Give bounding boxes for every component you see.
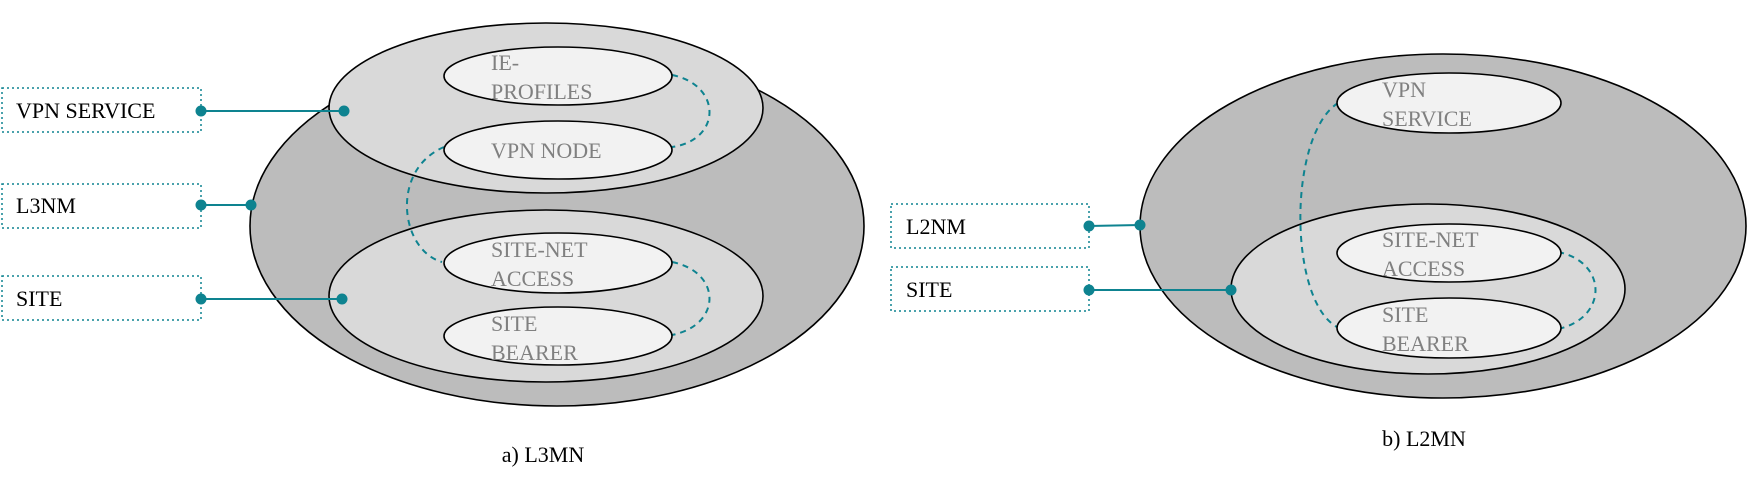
site-connector-end-dot [336,293,348,305]
l2-site-net-access-node [1336,223,1562,283]
site-callout-box [1,275,202,321]
l2-site-bearer-label-line1: SITE [1382,302,1428,327]
l2-site-net-access-label-line2: ACCESS [1382,256,1465,281]
l2nm-connector-start-dot [1083,220,1095,232]
l3nm-connector-end-dot [245,199,257,211]
l2-site-net-access-label-line1: SITE-NET [1382,227,1479,252]
vpn-node-label: VPN NODE [491,138,602,163]
l3nm-diagram: IE- PROFILES VPN NODE SITE-NET ACCESS SI… [1,22,865,467]
l2-site-bearer-label-line2: BEARER [1382,331,1469,356]
vpn-service-to-site-bearer-link [1299,102,1339,328]
l3nm-callout-box [1,183,202,229]
l3nm-connector-start-dot [195,199,207,211]
l2-site-connector-start-dot [1083,284,1095,296]
l2nm-connector-end-dot [1134,219,1146,231]
l2-site-net-access-to-site-bearer-link [1557,251,1597,330]
site-bearer-label-line1: SITE [491,311,537,336]
vpn-service-callout-label: VPN SERVICE [16,98,155,123]
l2nm-callout-label: L2NM [906,214,966,239]
l2nm-callout-box [890,203,1090,249]
l2nm-connector [1088,224,1141,227]
site-net-access-label-line1: SITE-NET [491,237,588,262]
l3nm-callout-label: L3NM [16,193,76,218]
ie-profiles-label-line2: PROFILES [491,79,592,104]
vpn-node-node [443,120,673,180]
ie-profiles-node [443,46,673,106]
site-net-access-to-site-bearer-link [671,261,711,336]
vpn-service-connector-start-dot [195,105,207,117]
l2-site-callout-label: SITE [906,277,952,302]
site-connector-start-dot [195,293,207,305]
l2-site-connector-end-dot [1225,284,1237,296]
ie-profiles-label-line1: IE- [491,50,519,75]
l3mn-caption: a) L3MN [502,442,585,467]
l2-site-callout-box [890,266,1090,312]
l2-vpn-service-label-line2: SERVICE [1382,106,1472,131]
l2mn-caption: b) L2MN [1382,426,1466,451]
site-net-access-label-line2: ACCESS [491,266,574,291]
l2-vpn-service-node [1336,72,1562,134]
ie-profiles-to-vpn-node-link [671,74,711,148]
l2-site-bearer-node [1336,297,1562,359]
l2-vpn-service-label-line1: VPN [1382,77,1426,102]
site-net-access-node [443,232,673,294]
site-bearer-node [443,306,673,366]
site-callout-label: SITE [16,286,62,311]
site-bearer-label-line2: BEARER [491,340,578,365]
l2nm-diagram: VPN SERVICE SITE-NET ACCESS SITE BEARER … [890,53,1747,451]
vpn-service-connector-end-dot [338,105,350,117]
